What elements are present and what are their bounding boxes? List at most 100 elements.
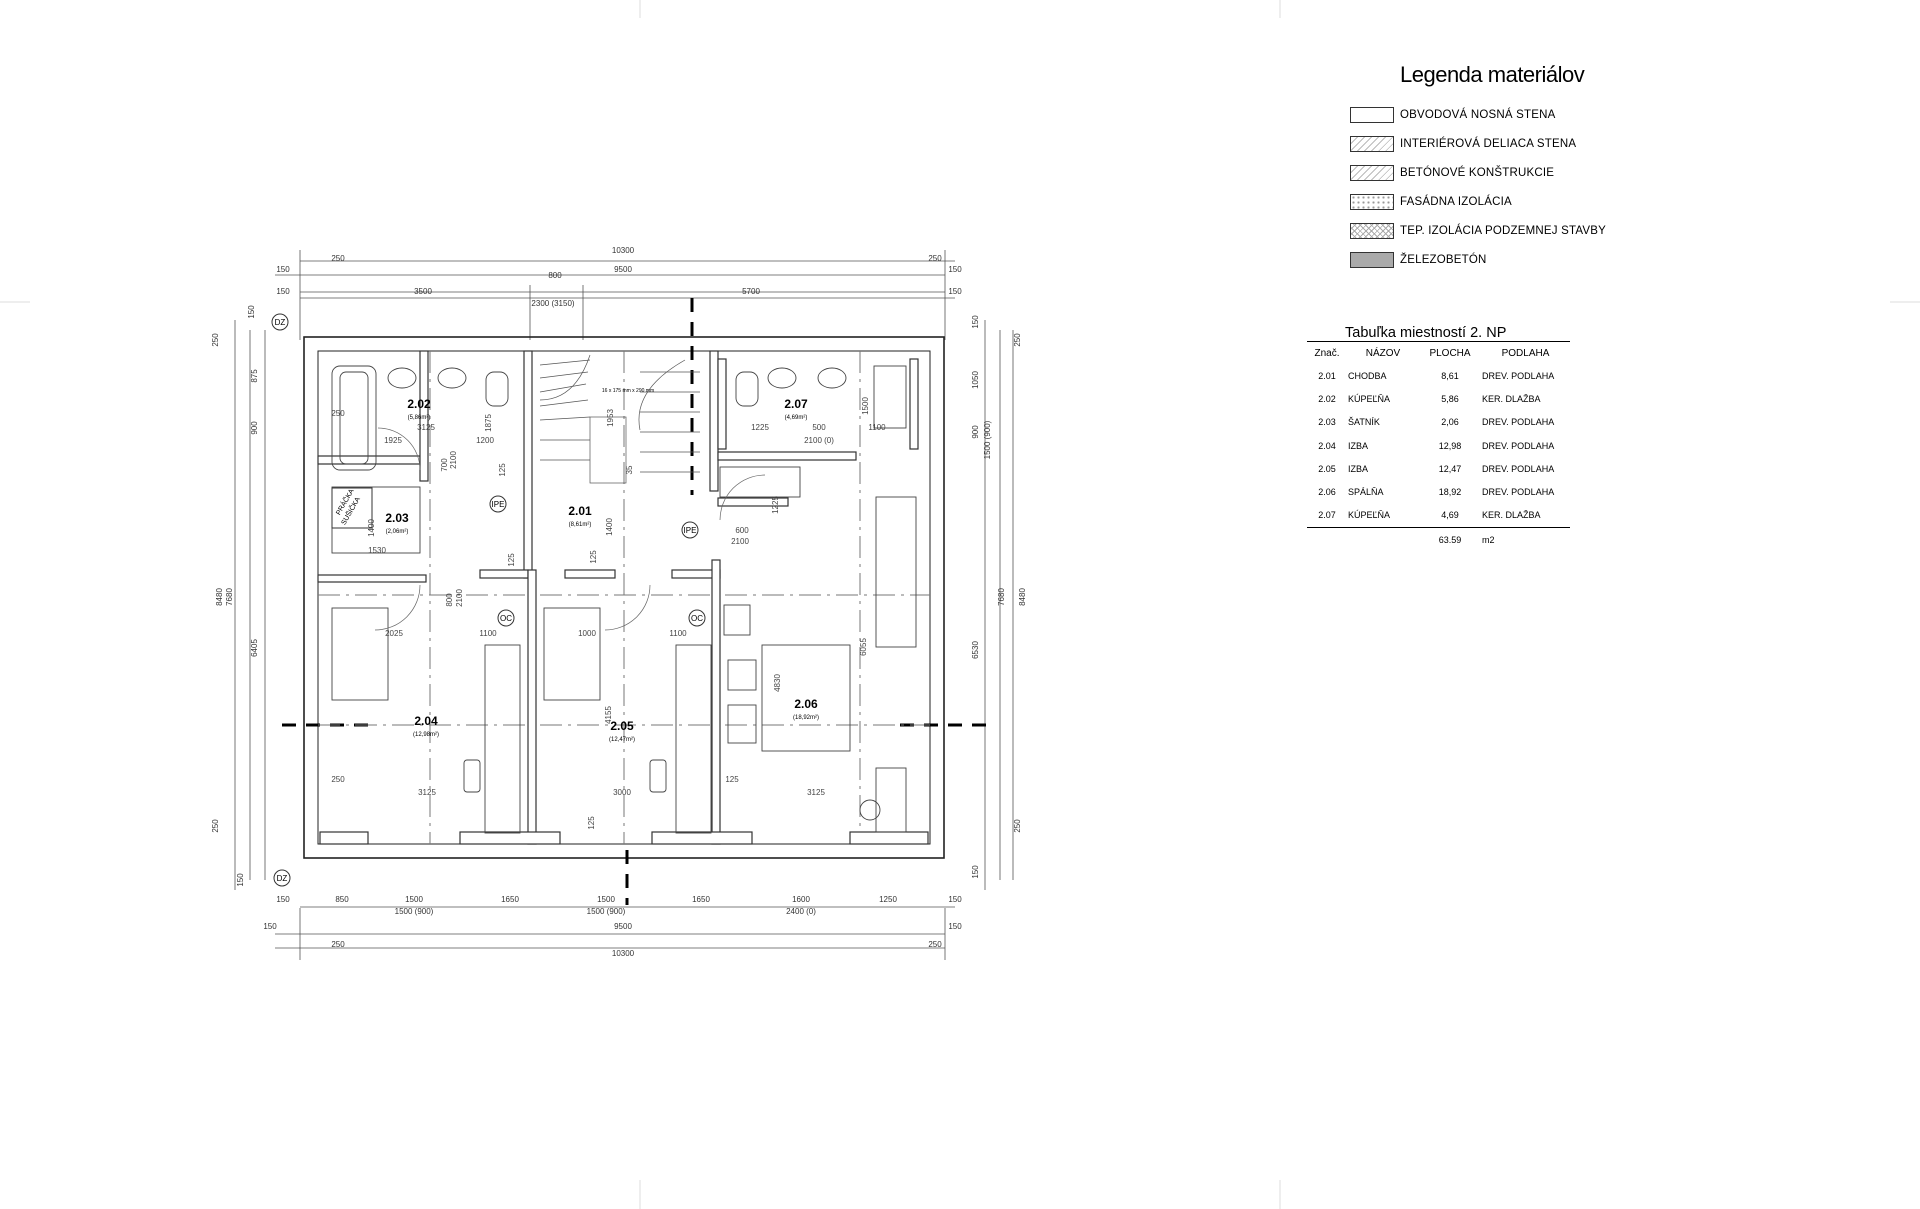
cell: DREV. PODLAHA [1482,370,1555,381]
svg-text:IPE: IPE [492,500,505,509]
cell: DREV. PODLAHA [1482,463,1555,474]
dim-left-overall: 8480 [215,588,224,606]
inner-dim-21: 3000 [613,788,631,797]
dim-bottom-side-left-2: 150 [263,922,277,931]
room-area-2-01: (8,61m²) [569,522,592,528]
materials-legend: OBVODOVÁ NOSNÁ STENA INTERIÉROVÁ DELIACA… [1350,100,1606,274]
ipe-marker-2: IPE [681,521,699,539]
dim-top-edge-right: 250 [928,254,942,263]
cell: 5,86 [1441,393,1459,404]
room-label-2-06: 2.06 [794,697,818,711]
washer-dryer: PRÁČKA SUŠIČKA [331,487,373,529]
dim-bottom-seg-4: 1500 [597,895,615,904]
inner-dim-23: 1225 [751,423,769,432]
dim-top-seg-2: 800 [548,271,562,280]
dim-bottom-edge-right: 250 [928,940,942,949]
legend-title: Legenda materiálov [1400,62,1585,87]
dim-bottom-seg-5: 1650 [692,895,710,904]
inner-dim-22: 3125 [807,788,825,797]
dim-left-inner: 7680 [225,588,234,606]
dim-top-side-left-2: 150 [276,287,290,296]
dim-bottom-seg-6: 1600 [792,895,810,904]
room-label-2-05: 2.05 [610,719,634,733]
inner-dim-2: 1925 [384,436,402,445]
dim-left-seg-2: 900 [250,421,259,435]
cell: 18,92 [1438,487,1462,498]
inner-dim-20: 3125 [418,788,436,797]
inner-dim-13: 800 [445,593,454,607]
dim-top-opening: 2300 (3150) [531,299,574,308]
cell: KÚPEĽŇA [1348,393,1391,404]
dim-top-side-right: 150 [948,265,962,274]
cell: SPÁLŇA [1348,487,1384,498]
dim-bottom-sub-2: 1500 (900) [587,907,626,916]
cell: 2.06 [1318,487,1336,498]
dim-left-edge-bottom: 250 [211,819,220,833]
table-header-row: Znač. NÁZOV PLOCHA PODLAHA [1307,341,1570,364]
legend-label: FASÁDNA IZOLÁCIA [1400,195,1512,208]
cell: KÚPEĽŇA [1348,510,1391,521]
inner-dim-32: 250 [331,775,345,784]
inner-dim-17: 1100 [669,629,687,638]
dim-right-seg-2: 900 [971,425,980,439]
dim-right-side-top: 150 [971,315,980,329]
dim-bottom-seg-1: 850 [335,895,349,904]
legend-item-interior-wall: INTERIÉROVÁ DELIACA STENA [1350,129,1606,158]
svg-text:DZ: DZ [275,318,286,327]
cell: 12,47 [1438,463,1462,474]
total-unit: m2 [1481,527,1570,552]
cell: KER. DLAŽBA [1482,393,1541,404]
swatch-dots [1350,193,1394,210]
inner-dim-33: 125 [725,775,739,784]
svg-text:OC: OC [500,614,512,623]
dim-bottom-side-left: 150 [276,895,290,904]
inner-dim-8: 2100 [449,451,458,469]
cell: KER. DLAŽBA [1482,510,1541,521]
col-header: PLOCHA [1419,341,1481,364]
legend-item-basement-insulation: TEP. IZOLÁCIA PODZEMNEJ STAVBY [1350,216,1606,245]
dim-left-side-top: 150 [247,305,256,319]
col-header: PODLAHA [1481,341,1570,364]
inner-dim-26: 2100 (0) [804,436,834,445]
cell: CHODBA [1348,370,1387,381]
room-label-2-02: 2.02 [407,397,431,411]
inner-dim-37: 35 [625,465,634,474]
dim-right-inner: 7680 [997,588,1006,606]
cell: 2.01 [1318,370,1336,381]
legend-label: TEP. IZOLÁCIA PODZEMNEJ STAVBY [1400,224,1607,237]
swatch-blank [1350,106,1394,123]
cell: 2.02 [1318,393,1336,404]
oc-marker-2: OC [688,609,706,627]
cell: DREV. PODLAHA [1482,440,1555,451]
svg-text:DZ: DZ [277,874,288,883]
inner-dim-10: 1530 [368,546,386,555]
dim-bottom-sub-1: 1500 (900) [395,907,434,916]
dim-top-side-left: 150 [276,265,290,274]
dim-top-seg-1: 3500 [414,287,432,296]
room-area-2-06: (18,92m²) [793,715,819,721]
dim-left-seg-3: 6405 [250,639,259,657]
room-label-2-01: 2.01 [568,504,592,518]
dz-marker-top: DZ [271,313,289,331]
inner-dim-25: 1100 [868,423,886,432]
inner-dim-38: 1400 [605,518,614,536]
dim-top-seg-3: 5700 [742,287,760,296]
legend-item-reinforced-concrete: ŽELEZOBETÓN [1350,245,1606,274]
cell: 2.05 [1318,463,1336,474]
room-table-title: Tabuľka miestností 2. NP [1345,325,1507,341]
inner-dim-1: 3125 [417,423,435,432]
room-label-2-07: 2.07 [784,397,808,411]
ipe-marker-1: IPE [489,495,507,513]
inner-dim-5: 1875 [484,414,493,432]
dim-left-seg-1: 875 [250,369,259,383]
col-header: NÁZOV [1347,341,1419,364]
inner-dim-6: 125 [498,463,507,477]
dim-bottom-sub-3: 2400 (0) [786,907,816,916]
swatch-cross [1350,222,1394,239]
dim-right-edge-bottom: 250 [1013,819,1022,833]
inner-dim-27: 600 [735,526,749,535]
dim-bottom-side-right: 150 [948,895,962,904]
